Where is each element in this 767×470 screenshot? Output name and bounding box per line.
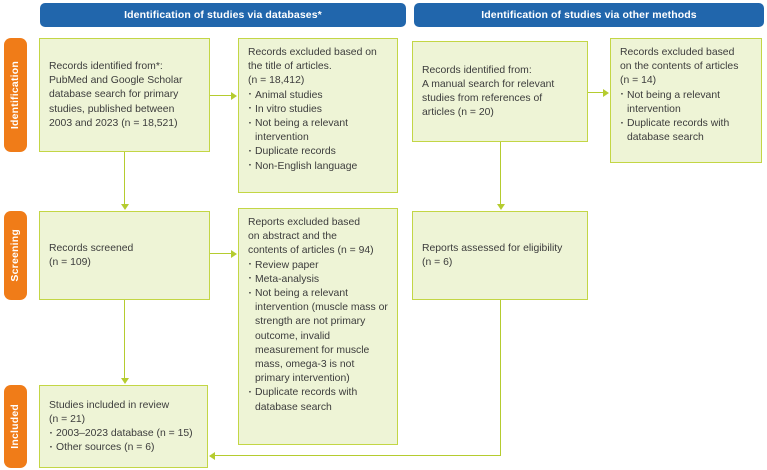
stage-tab-identification: Identification bbox=[4, 38, 27, 152]
connector-other-to-eligibility bbox=[500, 142, 502, 205]
box-line: contents of articles (n = 94) bbox=[248, 245, 374, 257]
stage-tab-identification-label: Identification bbox=[9, 60, 22, 130]
box-reports-excluded-by-abstract: Reports excluded based on abstract and t… bbox=[238, 208, 398, 445]
box-records-identified-other-methods: Records identified from: A manual search… bbox=[412, 41, 588, 142]
list-item: Other sources (n = 6) bbox=[49, 441, 199, 455]
box-bullet-list: Not being a relevant intervention Duplic… bbox=[620, 88, 753, 146]
box-records-screened: Records screened (n = 109) bbox=[39, 211, 210, 300]
box-bullet-list: 2003–2023 database (n = 15) Other source… bbox=[49, 426, 199, 455]
arrowhead-screened-to-excluded-abstract bbox=[231, 249, 237, 258]
box-line: on abstract and the bbox=[248, 231, 337, 243]
box-studies-included-in-review: Studies included in review (n = 21) 2003… bbox=[39, 385, 208, 468]
box-line: (n = 18,412) bbox=[248, 75, 305, 87]
stage-tab-screening: Screening bbox=[4, 211, 27, 300]
arrowhead-other-to-eligibility bbox=[496, 204, 505, 210]
box-line: articles (n = 20) bbox=[422, 107, 494, 119]
box-line: studies from references of bbox=[422, 93, 543, 104]
box-line: Records excluded based bbox=[620, 47, 735, 58]
box-records-identified-databases: Records identified from*: PubMed and Goo… bbox=[39, 38, 210, 152]
box-line: on the contents of articles bbox=[620, 61, 739, 73]
connector-screened-to-excluded-abstract bbox=[210, 253, 232, 255]
connector-eligibility-down bbox=[500, 300, 502, 456]
box-line: the title of articles. bbox=[248, 61, 332, 73]
box-line: Reports assessed for eligibility bbox=[422, 242, 563, 254]
box-bullet-list: Animal studies In vitro studies Not bein… bbox=[248, 88, 389, 174]
list-item: Not being a relevant intervention bbox=[620, 88, 753, 117]
connector-other-to-excluded-contents bbox=[588, 92, 604, 94]
box-bullet-list: Review paper Meta-analysis Not being a r… bbox=[248, 258, 389, 415]
stage-tab-screening-label: Screening bbox=[9, 229, 22, 282]
box-line: (n = 109) bbox=[49, 257, 91, 268]
stage-tab-included-label: Included bbox=[9, 404, 22, 449]
box-line: (n = 14) bbox=[620, 75, 657, 87]
list-item: Duplicate records with database search bbox=[248, 386, 389, 414]
box-reports-assessed-for-eligibility: Reports assessed for eligibility (n = 6) bbox=[412, 211, 588, 300]
list-item: Not being a relevant intervention (muscl… bbox=[248, 287, 389, 386]
list-item: In vitro studies bbox=[248, 102, 389, 117]
connector-db-to-excluded-title bbox=[210, 95, 232, 97]
box-line: A manual search for relevant bbox=[422, 78, 555, 90]
box-line: Records identified from: bbox=[422, 64, 532, 76]
list-item: Duplicate records bbox=[248, 145, 389, 159]
box-line: Studies included in review bbox=[49, 399, 170, 411]
list-item: Meta-analysis bbox=[248, 272, 389, 287]
arrowhead-db-to-excluded-title bbox=[231, 91, 237, 100]
box-line: (n = 6) bbox=[422, 257, 453, 268]
box-line: Records screened bbox=[49, 242, 134, 254]
arrowhead-screened-to-included bbox=[120, 378, 129, 384]
arrowhead-eligibility-to-included bbox=[209, 452, 215, 461]
arrowhead-other-to-excluded-contents bbox=[603, 88, 609, 97]
list-item: Animal studies bbox=[248, 88, 389, 103]
box-line: (n = 21) bbox=[49, 413, 86, 425]
box-line: database search for primary bbox=[49, 89, 179, 101]
banner-identification-via-databases: Identification of studies via databases* bbox=[40, 3, 406, 27]
box-line: PubMed and Google Scholar bbox=[49, 75, 183, 87]
connector-screened-to-included bbox=[124, 300, 126, 379]
list-item: Duplicate records with database search bbox=[620, 117, 753, 145]
box-line: studies, published between bbox=[49, 103, 175, 115]
list-item: Review paper bbox=[248, 258, 389, 273]
stage-tab-included: Included bbox=[4, 385, 27, 468]
box-line: 2003 and 2023 (n = 18,521) bbox=[49, 117, 178, 129]
box-line: Records identified from*: bbox=[49, 60, 163, 72]
box-line: Records excluded based on bbox=[248, 47, 377, 58]
list-item: 2003–2023 database (n = 15) bbox=[49, 426, 199, 441]
connector-db-to-screened bbox=[124, 152, 126, 205]
list-item: Not being a relevant intervention bbox=[248, 117, 389, 145]
list-item: Non-English language bbox=[248, 159, 389, 174]
box-line: Reports excluded based bbox=[248, 217, 361, 228]
connector-eligibility-left-to-included bbox=[215, 455, 501, 457]
banner-identification-via-other-methods: Identification of studies via other meth… bbox=[414, 3, 764, 27]
arrowhead-db-to-screened bbox=[120, 204, 129, 210]
box-records-excluded-by-contents: Records excluded based on the contents o… bbox=[610, 38, 762, 163]
box-records-excluded-by-title: Records excluded based on the title of a… bbox=[238, 38, 398, 193]
